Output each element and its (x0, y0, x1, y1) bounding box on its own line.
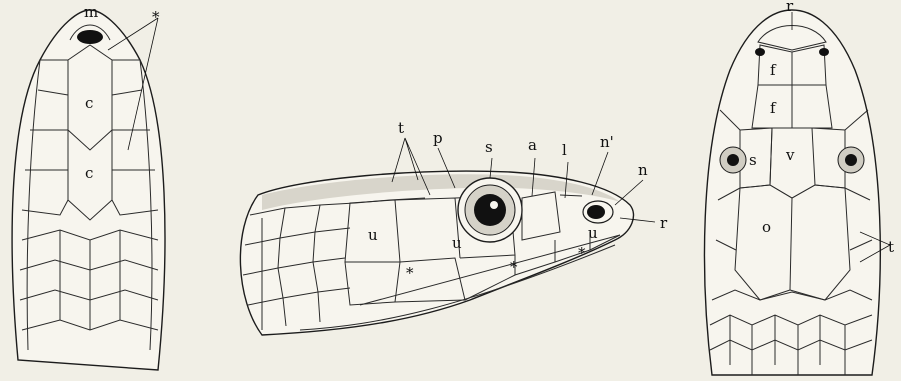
label-s-dorsal: s (749, 151, 757, 169)
label-l: l (562, 141, 567, 159)
label-n-prime: n' (600, 133, 614, 151)
mark-asterisk-3: * (578, 244, 586, 262)
label-p: p (433, 129, 443, 147)
label-s: s (485, 138, 493, 156)
label-r-dorsal: r (786, 0, 794, 15)
label-u-temporal: u (368, 226, 378, 244)
label-t-dorsal: t (888, 238, 894, 256)
label-u-front: u (588, 224, 598, 242)
label-n: n (638, 161, 648, 179)
lateral-view: * * * t p s a l n' n r u u u (240, 119, 668, 335)
mark-asterisk-2: * (510, 258, 518, 276)
ventral-view: m * c c (12, 3, 165, 370)
label-t: t (398, 119, 404, 137)
label-u-middle: u (452, 234, 462, 252)
label-a: a (528, 136, 537, 154)
mark-asterisk-1: * (406, 264, 414, 282)
label-c-lower: c (85, 164, 93, 182)
label-c-upper: c (85, 94, 93, 112)
label-r: r (660, 214, 668, 232)
label-star: * (152, 8, 160, 26)
label-o: o (762, 218, 771, 236)
dorsal-view: r f f s v o t (705, 0, 895, 375)
label-m: m (84, 3, 98, 21)
label-v: v (785, 146, 795, 164)
